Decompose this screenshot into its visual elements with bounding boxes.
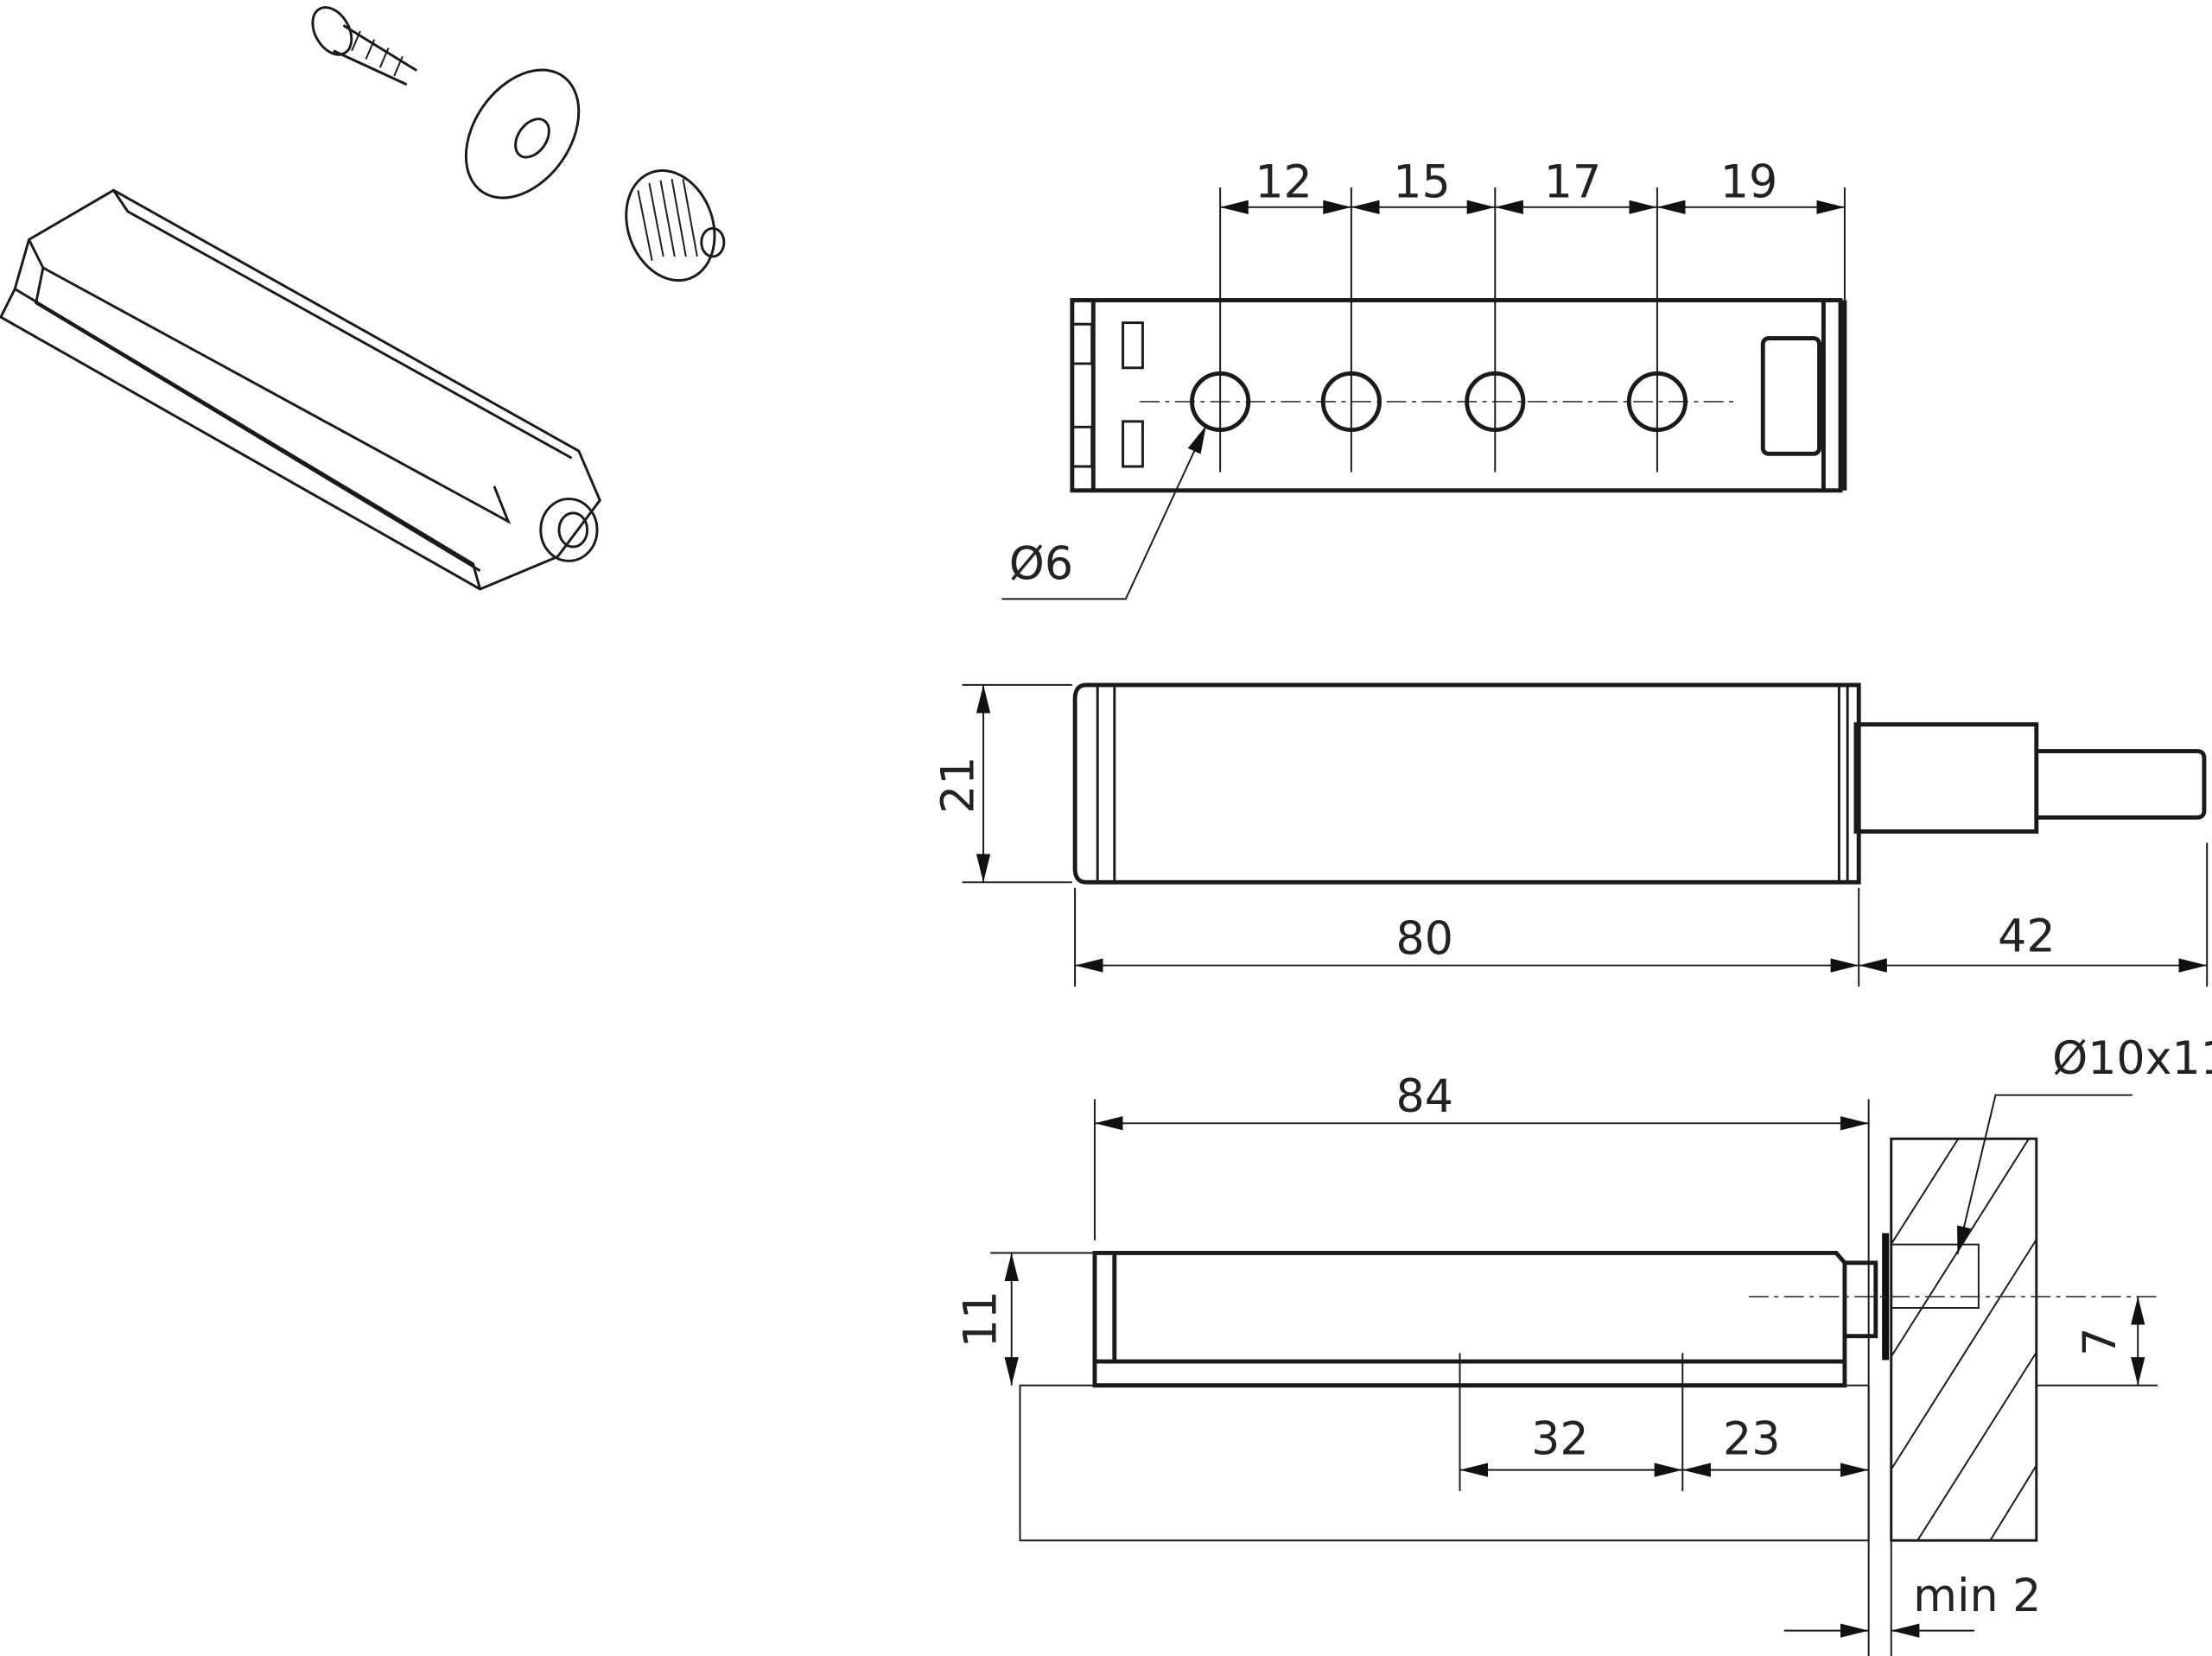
latch-body-installed [1092, 1250, 1847, 1388]
length-label: 84 [1396, 1071, 1453, 1123]
gap-label: min 2 [1913, 1570, 2041, 1622]
push-latch-isometric [0, 188, 601, 591]
spacing-32-label: 32 [1531, 1414, 1588, 1466]
drill-label: Ø10x11 [2052, 1033, 2212, 1085]
height-11-label: 11 [956, 1291, 1007, 1348]
dim-label: 17 [1544, 156, 1601, 208]
top-view: 12 15 17 19 Ø6 [1001, 156, 1847, 600]
hole-diameter-label: Ø6 [1009, 539, 1073, 591]
isometric-view [0, 6, 726, 591]
height-label: 21 [933, 757, 985, 814]
installation-view: 84 Ø10x11 11 7 32 23 min 2 [956, 1033, 2212, 1656]
spacing-23-label: 23 [1723, 1414, 1780, 1466]
washer-icon [464, 68, 581, 200]
drill-hole [1890, 1243, 1980, 1310]
latch-body-top [1070, 298, 1843, 493]
dim-label: 12 [1255, 156, 1312, 208]
stroke-label: 42 [1998, 910, 2055, 962]
dim-label: 19 [1720, 156, 1777, 208]
plunger [1853, 722, 2039, 834]
threaded-bushing-icon [625, 169, 726, 282]
body-length-label: 80 [1396, 914, 1453, 966]
side-view: 21 80 42 [933, 682, 2209, 987]
latch-body-side [1072, 682, 1861, 885]
plunger-pin [2036, 749, 2207, 820]
dim-label: 15 [1393, 156, 1450, 208]
door-board [1890, 1137, 2038, 1542]
screw-icon [311, 6, 417, 86]
offset-label: 7 [2075, 1328, 2126, 1356]
